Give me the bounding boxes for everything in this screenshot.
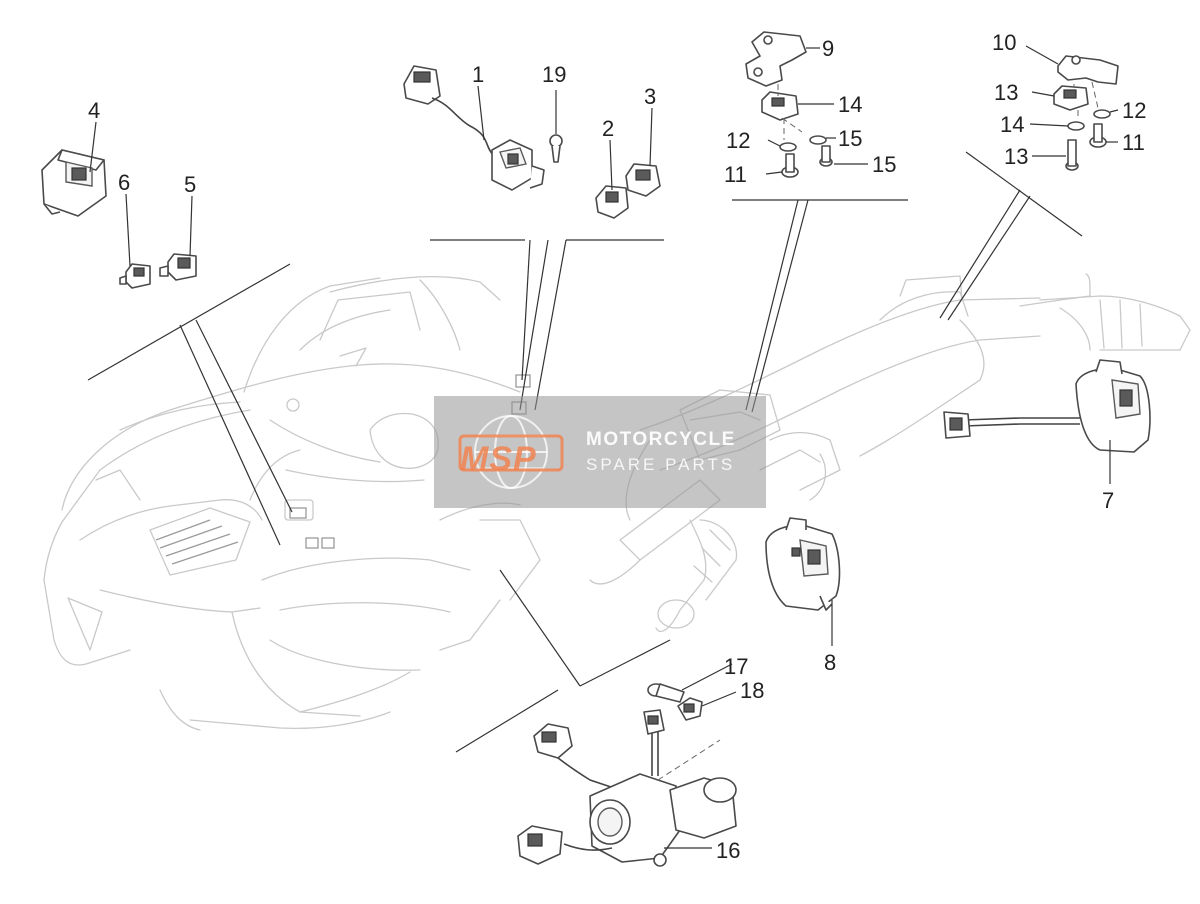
part-8-handlebar-switch — [765, 517, 841, 611]
part-1-switch-with-harness — [403, 65, 545, 191]
part-12-washer-left — [779, 142, 797, 152]
part-12-washer-right — [1093, 109, 1111, 119]
part-15-washer-left — [809, 135, 827, 145]
callout-8: 8 — [824, 650, 836, 675]
callout-13-right: 13 — [994, 80, 1018, 105]
watermark-line-1: MOTORCYCLE — [586, 429, 736, 450]
part-14-bolt-left — [819, 145, 833, 167]
callout-11-right: 11 — [1122, 130, 1145, 155]
part-9-bracket — [745, 31, 807, 87]
part-6-switch — [119, 263, 151, 289]
part-17-bolt — [647, 683, 685, 703]
watermark-text: MOTORCYCLE SPARE PARTS — [586, 429, 736, 475]
part-2-switch — [595, 185, 629, 219]
watermark-logo: MSP — [456, 412, 566, 492]
part-11-bolt-left — [781, 153, 799, 178]
callout-15-left: 15 — [838, 126, 862, 151]
callout-18: 18 — [740, 678, 764, 703]
part-16-ignition-lock — [517, 709, 737, 867]
part-13-block — [761, 91, 799, 121]
callout-3: 3 — [644, 84, 656, 109]
part-11-bolt-right — [1089, 123, 1107, 148]
watermark: MSP MOTORCYCLE SPARE PARTS — [434, 396, 766, 508]
callout-leaders — [89, 45, 1119, 849]
part-4-switch-housing — [41, 149, 107, 217]
callout-10: 10 — [992, 30, 1016, 55]
callout-numbers: 4 6 5 1 19 2 3 9 14 12 15 11 15 10 13 12… — [88, 30, 1146, 863]
part-14-bolt-right — [1065, 139, 1079, 171]
part-19-screw — [549, 134, 563, 163]
callout-19: 19 — [542, 62, 566, 87]
watermark-line-2: SPARE PARTS — [586, 455, 736, 474]
callout-7: 7 — [1102, 488, 1114, 513]
callout-14-left: 15 — [872, 152, 896, 177]
callout-1: 1 — [472, 62, 484, 87]
watermark-logo-text: MSP — [460, 440, 537, 478]
callout-12-left: 12 — [726, 128, 750, 153]
leader-lines — [87, 151, 1083, 753]
callout-17: 17 — [724, 654, 748, 679]
callout-4: 4 — [88, 98, 100, 123]
callout-6: 6 — [118, 170, 130, 195]
part-13-block-right — [1053, 85, 1089, 111]
callout-2: 2 — [602, 116, 614, 141]
part-18-clip — [677, 697, 703, 721]
callout-14-right: 13 — [1004, 144, 1028, 169]
callout-15-right: 14 — [1000, 112, 1024, 137]
callout-13-left: 14 — [838, 92, 862, 117]
callout-5: 5 — [184, 172, 196, 197]
part-3-switch — [625, 163, 661, 197]
callout-16: 16 — [716, 838, 740, 863]
globe-icon — [458, 415, 564, 489]
callout-9: 9 — [822, 36, 834, 61]
part-15-washer-right — [1067, 121, 1085, 131]
callout-11-left: 11 — [724, 162, 747, 187]
part-10-bracket — [1057, 55, 1119, 85]
part-7-handlebar-switch — [943, 359, 1151, 453]
part-5-switch — [159, 253, 197, 281]
callout-12-right: 12 — [1122, 98, 1146, 123]
